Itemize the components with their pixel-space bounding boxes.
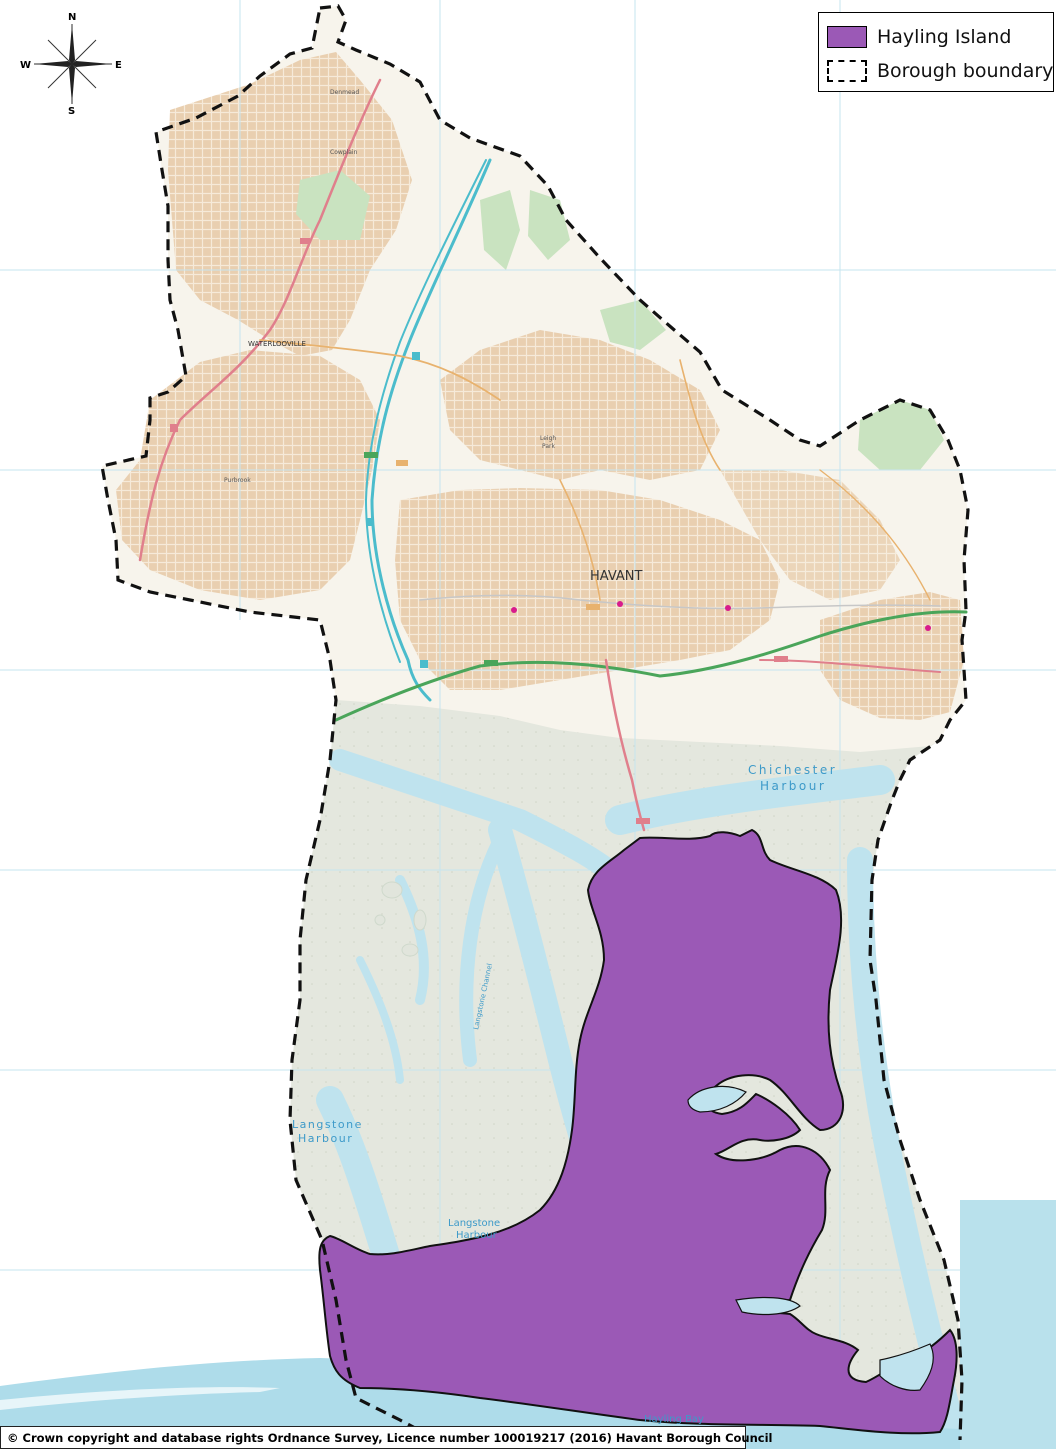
map-legend: Hayling Island Borough boundary [818,12,1054,92]
urban-denvilles [720,470,900,600]
a3-road [138,78,382,562]
road-shields [170,238,788,824]
label-chichester-harbour-2: Harbour [760,779,826,793]
b-road-2 [419,594,941,610]
legend-swatch-boundary [827,60,867,82]
a3023-road [604,658,646,832]
compass-n: N [68,12,76,23]
label-langstone-harbour-west-2: Harbour [298,1132,353,1145]
label-cowplain: Cowplain [330,149,358,156]
legend-swatch-hayling [827,26,867,48]
label-purbrook: Purbrook [224,477,251,484]
urban-purbrook [116,350,380,600]
hayling-inlet-south [879,1343,934,1391]
roads [138,78,968,832]
compass-s: S [68,106,75,116]
b-road-3 [559,479,601,601]
hayling-inlet-north [687,1085,747,1113]
urban-emsworth [820,592,964,720]
urban-leigh-park [440,330,720,480]
legend-item-borough-boundary: Borough boundary [827,57,1053,85]
green-area-5 [600,300,666,350]
label-hayling-bay: Hayling Bay [644,1414,704,1425]
stations [511,601,931,631]
legend-item-hayling-island: Hayling Island [827,23,1011,51]
b-road-4 [679,359,721,471]
label-waterlooville: WATERLOOVILLE [248,340,306,348]
green-area-1 [296,170,370,240]
label-langstone-harbour-inner-2: Harbour [456,1230,498,1241]
hayling-inlet-east [735,1296,801,1316]
b-road-1 [259,339,501,401]
a3m-motorway [370,158,492,702]
urban-havant [395,488,780,690]
label-denmead: Denmead [330,89,359,96]
borough-boundary-line [100,4,970,1442]
b-road-5 [819,469,931,601]
label-chichester-harbour-1: Chichester [748,763,837,777]
label-leigh-park-1: Leigh [540,435,556,442]
compass-rose-icon: N S W E [20,12,122,116]
shingle-spit [0,1387,280,1410]
compass-e: E [115,60,122,71]
label-langstone-harbour-west-1: Langstone [292,1118,363,1131]
label-langstone-harbour-inner-1: Langstone [448,1218,500,1229]
hayling-island-area [318,828,958,1435]
compass-w: W [20,60,31,71]
legend-label-hayling: Hayling Island [877,26,1012,48]
green-area-4 [858,400,944,470]
urban-waterlooville [168,52,412,356]
harbour-islands [374,881,427,957]
a27-bypass [334,610,968,722]
label-leigh-park-2: Park [542,443,555,450]
copyright-notice: © Crown copyright and database rights Or… [0,1426,773,1449]
green-area-2 [480,190,520,270]
a3m-motorway-2 [365,159,487,663]
copyright-text: © Crown copyright and database rights Or… [7,1430,773,1445]
sea-east [960,1200,1056,1449]
legend-label-boundary: Borough boundary [877,60,1054,82]
label-havant: HAVANT [590,569,643,584]
